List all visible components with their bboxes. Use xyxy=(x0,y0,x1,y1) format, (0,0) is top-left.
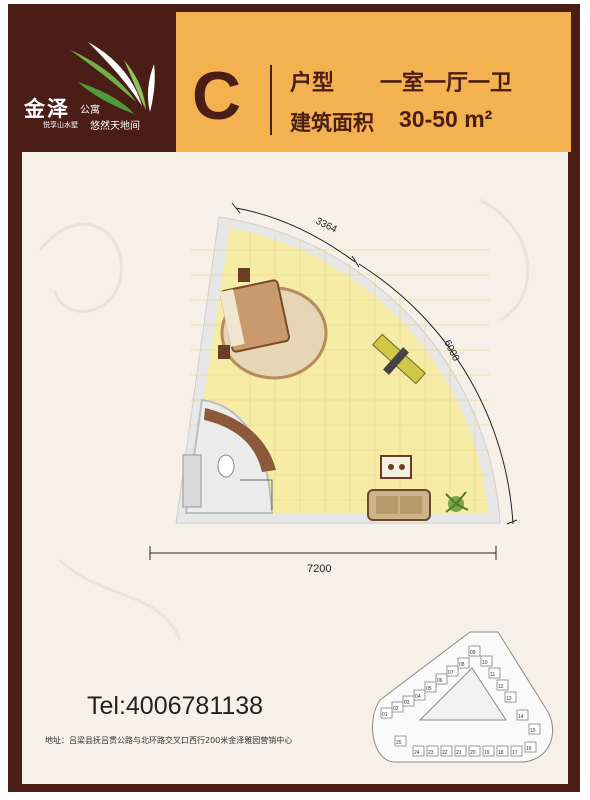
site-unit-cell xyxy=(468,645,481,657)
site-unit-cell xyxy=(412,745,425,757)
site-unit-number: 20 xyxy=(470,750,476,756)
address: 地址：吕梁县抚吕贯公路与北环路交叉口西行200米金泽雅园营销中心 xyxy=(45,736,293,745)
site-unit-number: 02 xyxy=(393,706,399,712)
site-unit-cell xyxy=(394,735,407,747)
logo-name: 金泽 xyxy=(24,96,70,121)
site-unit-number: 05 xyxy=(426,686,432,692)
site-unit-cell xyxy=(391,701,404,713)
type-label: 户型 xyxy=(290,71,335,96)
site-unit-cell xyxy=(457,657,470,669)
shower xyxy=(182,454,202,508)
dim-top-label: 3364 xyxy=(314,216,339,236)
site-unit-number: 23 xyxy=(428,750,434,756)
site-unit-number: 18 xyxy=(498,750,504,756)
vanity-counter xyxy=(204,408,276,472)
site-unit-cell xyxy=(426,745,439,757)
site-unit-number: 10 xyxy=(482,660,488,666)
site-unit-cell xyxy=(480,655,493,667)
pillows xyxy=(219,289,245,347)
logo-block: 金泽 公寓 悦享山水墅 悠然天地间 xyxy=(18,12,176,152)
site-unit-number: 25 xyxy=(396,740,402,746)
site-unit-cell xyxy=(516,709,529,721)
site-unit-number: 06 xyxy=(437,678,443,684)
site-unit-cell xyxy=(482,745,495,757)
unit-letter: C xyxy=(192,58,242,134)
site-unit-cell xyxy=(496,679,509,691)
dimension-lines xyxy=(149,202,518,560)
site-unit-cell xyxy=(524,741,537,753)
site-unit-number: 13 xyxy=(506,696,512,702)
site-unit-number: 22 xyxy=(442,750,448,756)
site-unit-number: 03 xyxy=(404,700,410,706)
site-unit-cell xyxy=(468,745,481,757)
site-unit-cell xyxy=(446,665,459,677)
telephone: Tel:4006781138 xyxy=(87,692,264,720)
nightstand xyxy=(218,345,230,359)
site-unit-cell xyxy=(402,695,415,707)
site-unit-cell xyxy=(504,691,517,703)
area-label: 建筑面积 xyxy=(290,111,374,135)
site-unit-number: 08 xyxy=(459,662,465,668)
tv-screen xyxy=(382,347,410,375)
site-unit-cell xyxy=(440,745,453,757)
site-unit-number: 09 xyxy=(470,650,476,656)
site-unit-number: 24 xyxy=(414,750,420,756)
site-unit-number: 12 xyxy=(498,684,504,690)
dim-bottom-label: 7200 xyxy=(307,563,331,575)
bathroom-door xyxy=(240,479,273,510)
site-unit-number: 01 xyxy=(382,712,388,718)
type-value: 一室一厅一卫 xyxy=(380,71,513,96)
header-divider xyxy=(270,65,272,135)
site-unit-number: 21 xyxy=(456,750,462,756)
site-unit-cell xyxy=(528,723,541,735)
site-unit-number: 17 xyxy=(512,750,518,756)
site-unit-number: 19 xyxy=(484,750,490,756)
site-unit-cell xyxy=(488,667,501,679)
site-unit-number: 04 xyxy=(415,694,421,700)
site-unit-number: 15 xyxy=(530,728,536,734)
site-unit-cell xyxy=(424,681,437,693)
header-band xyxy=(176,12,571,152)
site-unit-cell xyxy=(435,673,448,685)
site-unit-cell xyxy=(496,745,509,757)
site-unit-number: 14 xyxy=(518,714,524,720)
area-value: 30-50 m² xyxy=(399,106,493,132)
plant-icon xyxy=(445,491,469,513)
site-unit-cell xyxy=(510,745,523,757)
site-unit-number: 11 xyxy=(490,672,495,678)
site-unit-cell xyxy=(380,707,393,719)
logo-leaf-icon xyxy=(70,42,155,114)
logo-tagline-left: 悦享山水墅 xyxy=(43,121,78,129)
site-unit-number: 07 xyxy=(448,670,454,676)
nightstand xyxy=(238,268,250,282)
logo-name-suffix: 公寓 xyxy=(80,105,100,116)
toilet xyxy=(217,454,235,478)
site-unit-number: 16 xyxy=(526,746,532,752)
site-unit-cell xyxy=(413,689,426,701)
logo-tagline-right: 悠然天地间 xyxy=(90,121,140,132)
site-unit-cell xyxy=(454,745,467,757)
coffee-table xyxy=(380,455,412,479)
